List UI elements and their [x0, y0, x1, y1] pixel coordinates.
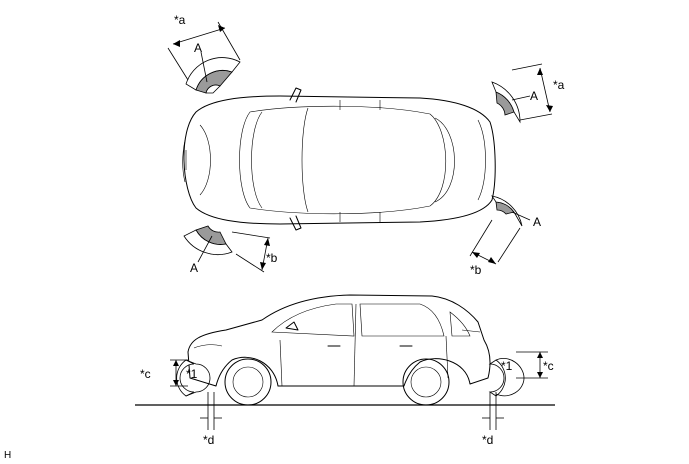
label-d-rear: *d: [482, 433, 493, 447]
sensor-fan-front-left-bottom: [183, 225, 271, 273]
label-d-front: *d: [203, 433, 214, 447]
label-A-bottom-right: A: [533, 215, 541, 229]
side-sensor-rear: [482, 351, 548, 430]
label-one-front: *1: [186, 367, 198, 381]
label-c-front: *c: [140, 367, 151, 381]
label-c-rear: *c: [543, 359, 554, 373]
label-a-top-left: *a: [174, 13, 186, 27]
label-A-top-right: A: [530, 89, 538, 103]
sensor-fan-rear-right-bottom: [469, 195, 531, 265]
vehicle-side-view: [135, 294, 555, 406]
sensor-fan-rear-right-top: [491, 63, 553, 124]
figure-code-label: H: [4, 450, 11, 461]
label-a-top-right: *a: [553, 78, 565, 92]
label-b-bottom-right: *b: [470, 263, 482, 277]
vehicle-top-view: [182, 87, 496, 231]
label-one-rear: *1: [501, 359, 513, 373]
label-b-bottom-left: *b: [266, 251, 278, 265]
sensor-fan-front-left: [167, 21, 241, 94]
side-sensor-front: [170, 359, 222, 430]
label-A-top-left: A: [194, 41, 202, 55]
label-A-bottom-left: A: [190, 261, 198, 275]
